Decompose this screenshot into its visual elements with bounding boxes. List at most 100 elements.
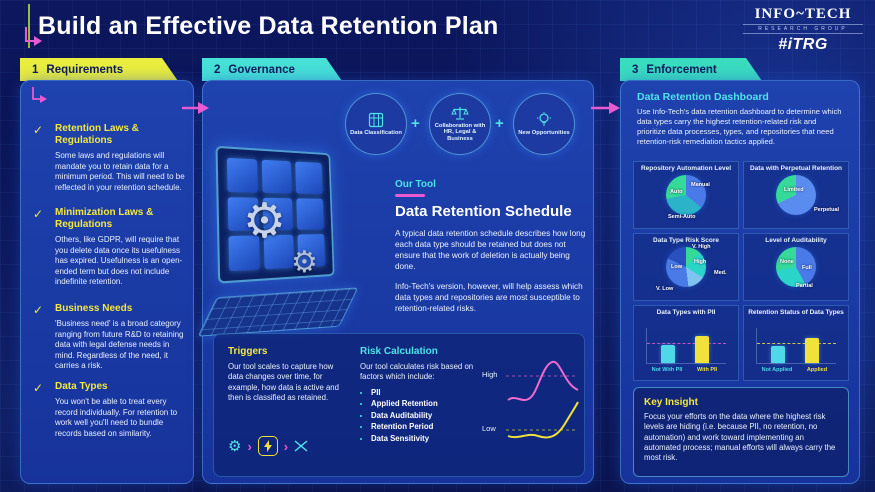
dashboard-title: Data Retention Dashboard [637,91,769,103]
itrg-badge: #iTRG [778,36,828,53]
chevron-right-icon: › [247,438,252,454]
cross-arrows-icon [294,440,308,452]
pie-label: Med. [714,270,727,276]
risk-calculation-block: Risk Calculation Our tool calculates ris… [360,346,480,445]
gear-icon: ⚙ [243,193,287,249]
check-icon: ✓ [33,123,44,137]
circle-new-opportunities: New Opportunities [513,93,575,155]
risk-calc-intro: Our tool calculates risk based on factor… [360,362,474,382]
tab-governance: 2 Governance [202,58,342,81]
chart-card-automation: Repository Automation Level Auto Manual … [633,161,739,229]
gear-icon: ⚙ [291,245,318,280]
threshold-line [647,342,726,344]
chevron-right-icon: › [283,438,289,454]
flow-arrow-icon [182,102,209,114]
requirements-panel: ✓ Retention Laws & Regulations Some laws… [20,80,194,484]
tab-label: Governance [228,63,295,76]
laptop-illustration: ⚙ ⚙ [197,145,359,339]
tab-enforcement: 3 Enforcement [620,58,762,81]
infotech-logo: INFO~TECH RESEARCH GROUP #iTRG [743,6,863,54]
check-icon: ✓ [33,207,44,221]
bar-label: Not With PII [651,367,683,373]
lifecycle-icons-row: ⚙ › › [228,436,308,456]
circle-label: Data Classification [350,129,402,136]
screen-tile [296,198,324,231]
circle-label: Collaboration with HR, Legal & Business [434,122,486,142]
triggers-body: Our tool scales to capture how data chan… [228,362,339,402]
lightning-icon [257,436,278,456]
chart-title: Data with Perpetual Retention [749,165,843,172]
plus-sign: + [495,115,504,132]
check-icon: ✓ [33,303,44,317]
pie-label: Low [671,264,682,270]
requirement-title: Minimization Laws & Regulations [55,207,154,230]
risk-factor: Retention Period [371,422,480,431]
tool-title: Data Retention Schedule [395,203,572,220]
lightbulb-icon [537,111,551,126]
pie-label: V. High [692,244,711,250]
triggers-block: Triggers Our tool scales to capture how … [228,346,348,403]
dashboard-body: Use Info-Tech's data retention dashboard… [637,107,842,146]
bar [771,345,785,363]
pie-label: V. Low [656,286,674,292]
circle-data-classification: Data Classification [345,93,407,155]
chart-title: Data Types with PII [656,309,716,316]
entry-arrow-icon [25,27,42,46]
low-label: Low [482,424,496,433]
bar-plot [756,328,836,364]
enforcement-panel: Data Retention Dashboard Use Info-Tech's… [620,80,860,484]
bar [805,337,819,363]
logo-subtitle: RESEARCH GROUP [743,24,863,34]
pie-chart [666,247,706,288]
bar-label: With PII [696,367,718,373]
requirement-body: You won't be able to treat every record … [55,397,178,438]
pie-label: Semi-Auto [668,214,696,220]
tool-description: Our Tool Data Retention Schedule A typic… [395,179,589,322]
pink-underline [395,194,425,197]
risk-curve-chart: High Low [482,346,582,470]
tool-paragraph: A typical data retention schedule descri… [395,229,586,272]
chart-title: Repository Automation Level [640,165,732,172]
risk-factor: Applied Retention [371,399,480,408]
chart-card-auditability: Level of Auditability None Full Partial [743,233,849,301]
tab-number: 2 [214,63,221,76]
pie-label: Limited [784,187,804,193]
bar-plot [646,328,726,364]
screen-tile [262,159,292,194]
triggers-title: Triggers [228,346,268,357]
requirement-title: Data Types [55,381,108,392]
scales-icon [451,106,469,120]
requirement-item: ✓ Minimization Laws & Regulations Others… [33,207,185,288]
pie-label: Auto [670,189,683,195]
chart-title: Data Type Risk Score [653,237,719,244]
high-label: High [482,370,498,379]
gear-icon: ⚙ [228,437,242,455]
chart-title: Retention Status of Data Types [748,309,844,316]
plus-sign: + [411,115,420,132]
bar [695,335,709,363]
zigzag-arrow-icon [32,87,47,103]
threshold-line [757,342,836,344]
pie-chart [776,247,816,288]
risk-calc-title: Risk Calculation [360,346,438,357]
laptop-keyboard [197,287,359,337]
bar-label: Not Applied [761,367,793,373]
triggers-risk-box: Triggers Our tool scales to capture how … [213,333,585,477]
requirement-body: 'Business need' is a broad category rang… [55,319,184,371]
tool-eyebrow: Our Tool [395,179,436,190]
risk-factor-list: PII Applied Retention Data Auditability … [360,388,480,443]
pie-label: Manual [691,182,710,188]
tab-requirements: 1 Requirements [20,58,178,81]
classification-grid-icon [368,112,384,127]
risk-factor: Data Auditability [371,411,480,420]
requirement-body: Others, like GDPR, will require that you… [55,235,183,287]
requirement-item: ✓ Retention Laws & Regulations Some laws… [33,123,185,193]
chart-card-pii: Data Types with PII Not With PII With PI… [633,305,739,381]
header-accent-line [28,4,30,48]
circle-collaboration: Collaboration with HR, Legal & Business [429,93,491,155]
chart-title: Level of Auditability [765,237,827,244]
tab-number: 3 [632,63,639,76]
check-icon: ✓ [33,381,44,395]
chart-card-perpetual: Data with Perpetual Retention Limited Pe… [743,161,849,229]
